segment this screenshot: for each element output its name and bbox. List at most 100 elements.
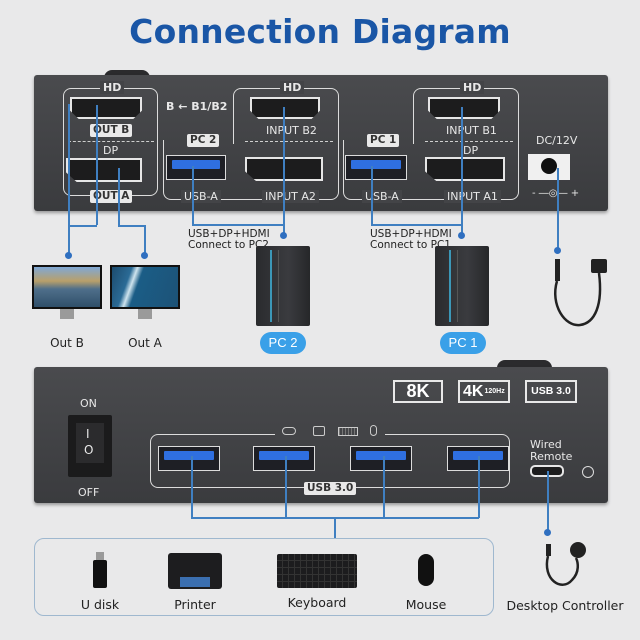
dp-input-a1-port[interactable] bbox=[425, 157, 505, 181]
monitor-out-b bbox=[32, 265, 102, 309]
wire-out-b-vertical bbox=[96, 105, 98, 225]
wire-remote bbox=[547, 471, 549, 531]
usb-a-pc1-port[interactable] bbox=[345, 155, 407, 180]
routing-note: B ← B1/B2 bbox=[166, 100, 228, 113]
wire-out-b-drop bbox=[68, 225, 70, 255]
wire-usb4 bbox=[478, 456, 480, 518]
pc1-hd-label: HD bbox=[460, 81, 485, 94]
pc2-pill: PC 2 bbox=[260, 332, 306, 354]
badge-4k: 4K120Hz bbox=[458, 380, 510, 403]
pc1-usb-label: USB-A bbox=[362, 190, 402, 203]
wire-end-dot bbox=[544, 529, 551, 536]
wired-remote-line2: Remote bbox=[530, 450, 573, 463]
wire-pc2-join bbox=[192, 224, 284, 226]
pc2-usb-label: USB-A bbox=[181, 190, 221, 203]
hdmi-out-b-port[interactable] bbox=[70, 97, 142, 119]
mouse-label: Mouse bbox=[405, 597, 447, 612]
switch-on-label: ON bbox=[80, 397, 97, 410]
remote-symbol-icon bbox=[582, 466, 594, 478]
pc2-tower bbox=[256, 246, 310, 326]
pc2-hd-label: HD bbox=[280, 81, 305, 94]
pc2-note-line1: USB+DP+HDMI bbox=[188, 228, 270, 240]
wire-out-a-drop bbox=[144, 225, 146, 255]
usb-devices-box bbox=[34, 538, 494, 616]
pc1-tag: PC 1 bbox=[367, 134, 400, 147]
wire-end-dot bbox=[458, 232, 465, 239]
badge-usb3: USB 3.0 bbox=[525, 380, 577, 403]
desktop-controller-label: Desktop Controller bbox=[506, 598, 624, 613]
pc2-note-line2: Connect to PC2 bbox=[188, 239, 269, 251]
badge-4k-main: 4K bbox=[463, 383, 484, 400]
pc1-pill: PC 1 bbox=[440, 332, 486, 354]
keyboard-label: Keyboard bbox=[287, 595, 347, 610]
input-b1-label: INPUT B1 bbox=[446, 124, 497, 137]
usb3-group-label: USB 3.0 bbox=[304, 482, 357, 495]
badge-8k: 8K bbox=[393, 380, 443, 403]
controller-button bbox=[570, 542, 586, 558]
input-a2-label: INPUT A2 bbox=[262, 190, 319, 203]
usb-a-pc2-port[interactable] bbox=[166, 155, 226, 180]
panel-knob bbox=[497, 360, 552, 368]
pc1-tower bbox=[435, 246, 489, 326]
switch-rocker[interactable] bbox=[76, 423, 104, 463]
dc-plug bbox=[555, 259, 560, 281]
wall-plug bbox=[591, 259, 607, 273]
monitor-stand bbox=[138, 309, 152, 319]
wire-pc1-join bbox=[371, 224, 462, 226]
wire-end-dot bbox=[554, 247, 561, 254]
input-b2-label: INPUT B2 bbox=[266, 124, 317, 137]
wire-usb2 bbox=[285, 456, 287, 518]
mouse-image bbox=[418, 554, 434, 586]
wire-power bbox=[557, 168, 559, 250]
pc1-note-line2: Connect to PC1 bbox=[370, 239, 451, 251]
wire-out-b-horizontal bbox=[68, 225, 97, 227]
polarity-symbol: - ―◎― + bbox=[532, 188, 580, 199]
out-a-caption: Out A bbox=[128, 336, 162, 350]
wire-pc2-usb bbox=[192, 166, 194, 224]
power-adapter-icon bbox=[554, 259, 607, 327]
out-dp-label: DP bbox=[103, 144, 119, 157]
usb-stick-icon bbox=[282, 427, 296, 435]
out-b-tag: OUT B bbox=[90, 124, 133, 137]
dp-out-a-port[interactable] bbox=[66, 158, 142, 182]
divider bbox=[68, 141, 154, 142]
monitor-out-a bbox=[110, 265, 180, 309]
dc-jack-port[interactable] bbox=[541, 158, 557, 174]
pc1-port-group-lower bbox=[343, 140, 519, 200]
pc1-connect-note: USB+DP+HDMI Connect to PC1 bbox=[370, 229, 452, 251]
out-b-caption: Out B bbox=[50, 336, 84, 350]
wire-end-dot bbox=[280, 232, 287, 239]
divider bbox=[245, 141, 333, 142]
usb3-port-1[interactable] bbox=[158, 446, 220, 471]
wired-remote-label: Wired Remote bbox=[530, 439, 572, 463]
hdmi-input-b1-port[interactable] bbox=[428, 97, 500, 119]
desktop-controller-icon bbox=[545, 542, 586, 586]
wire-usb1 bbox=[191, 456, 193, 518]
panel-knob bbox=[104, 70, 150, 78]
pc1-dp-label: DP bbox=[463, 144, 479, 157]
switch-off-label: OFF bbox=[78, 486, 100, 499]
usb3-port-3[interactable] bbox=[350, 446, 412, 471]
hdmi-input-b2-port[interactable] bbox=[250, 97, 320, 119]
keyboard-icon bbox=[338, 427, 358, 436]
pc2-connect-note: USB+DP+HDMI Connect to PC2 bbox=[188, 229, 270, 251]
page-title: Connection Diagram bbox=[129, 12, 511, 51]
monitor-stand bbox=[60, 309, 74, 319]
keyboard-image bbox=[277, 554, 357, 588]
wire-usb-drop bbox=[334, 517, 336, 539]
switch-mark-off: O bbox=[84, 443, 94, 457]
usb3-port-2[interactable] bbox=[253, 446, 315, 471]
u-disk-image bbox=[93, 552, 107, 588]
printer-icon bbox=[313, 426, 325, 436]
dc-12v-label: DC/12V bbox=[536, 134, 578, 147]
printer-image bbox=[168, 553, 222, 589]
power-switch[interactable]: I O bbox=[68, 415, 112, 477]
wire-usb3 bbox=[383, 456, 385, 518]
wire-out-b bbox=[68, 104, 70, 240]
out-a-tag: OUT A bbox=[90, 190, 133, 203]
out-hd-label: HD bbox=[100, 81, 125, 94]
input-a1-label: INPUT A1 bbox=[444, 190, 501, 203]
pc1-note-line1: USB+DP+HDMI bbox=[370, 228, 452, 240]
wired-remote-line1: Wired bbox=[530, 438, 562, 451]
pc2-tag: PC 2 bbox=[187, 134, 220, 147]
